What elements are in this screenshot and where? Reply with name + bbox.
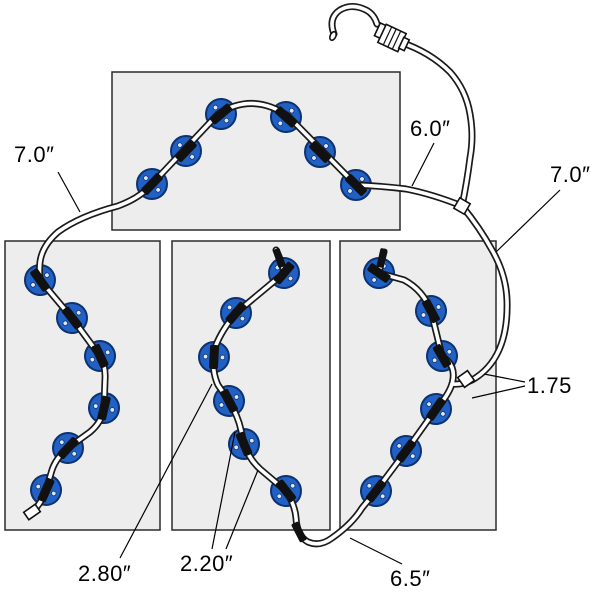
dimension-label-hose-bottom: 6.5″ xyxy=(390,566,431,591)
dimension-label-hose-top-left: 7.0″ xyxy=(14,142,55,167)
leader-lines xyxy=(57,142,561,565)
leader-hose-mid-long xyxy=(119,383,213,559)
tee-fitting xyxy=(452,196,472,216)
leader-hose-top-left xyxy=(57,171,81,213)
inline-fitting xyxy=(456,369,476,389)
leader-hose-mid-short-a xyxy=(211,431,236,550)
leader-hose-supply xyxy=(411,142,435,187)
supply-connector xyxy=(329,21,411,53)
leader-hose-bottom xyxy=(349,537,403,565)
elbow xyxy=(330,4,379,36)
leader-fitting-a xyxy=(483,373,526,383)
fittings xyxy=(22,196,476,521)
dimension-label-hose-right: 7.0″ xyxy=(550,162,591,187)
dimension-label-fitting-spacing: 1.75 xyxy=(527,373,572,398)
connector-nipple xyxy=(397,36,411,52)
dimension-label-hose-mid-long: 2.80″ xyxy=(78,561,132,586)
leader-hose-right xyxy=(495,189,561,253)
battery-panel-top xyxy=(111,71,401,231)
dimension-label-hose-mid-short: 2.20″ xyxy=(180,551,234,576)
hose-clamp xyxy=(208,344,220,370)
leader-hose-mid-short-b xyxy=(225,469,259,550)
dimension-label-hose-supply: 6.0″ xyxy=(410,116,451,141)
end-plug xyxy=(22,503,42,521)
elbow-opening xyxy=(329,30,337,42)
battery-panel-middle xyxy=(171,240,331,531)
leader-fitting-b xyxy=(471,385,526,399)
